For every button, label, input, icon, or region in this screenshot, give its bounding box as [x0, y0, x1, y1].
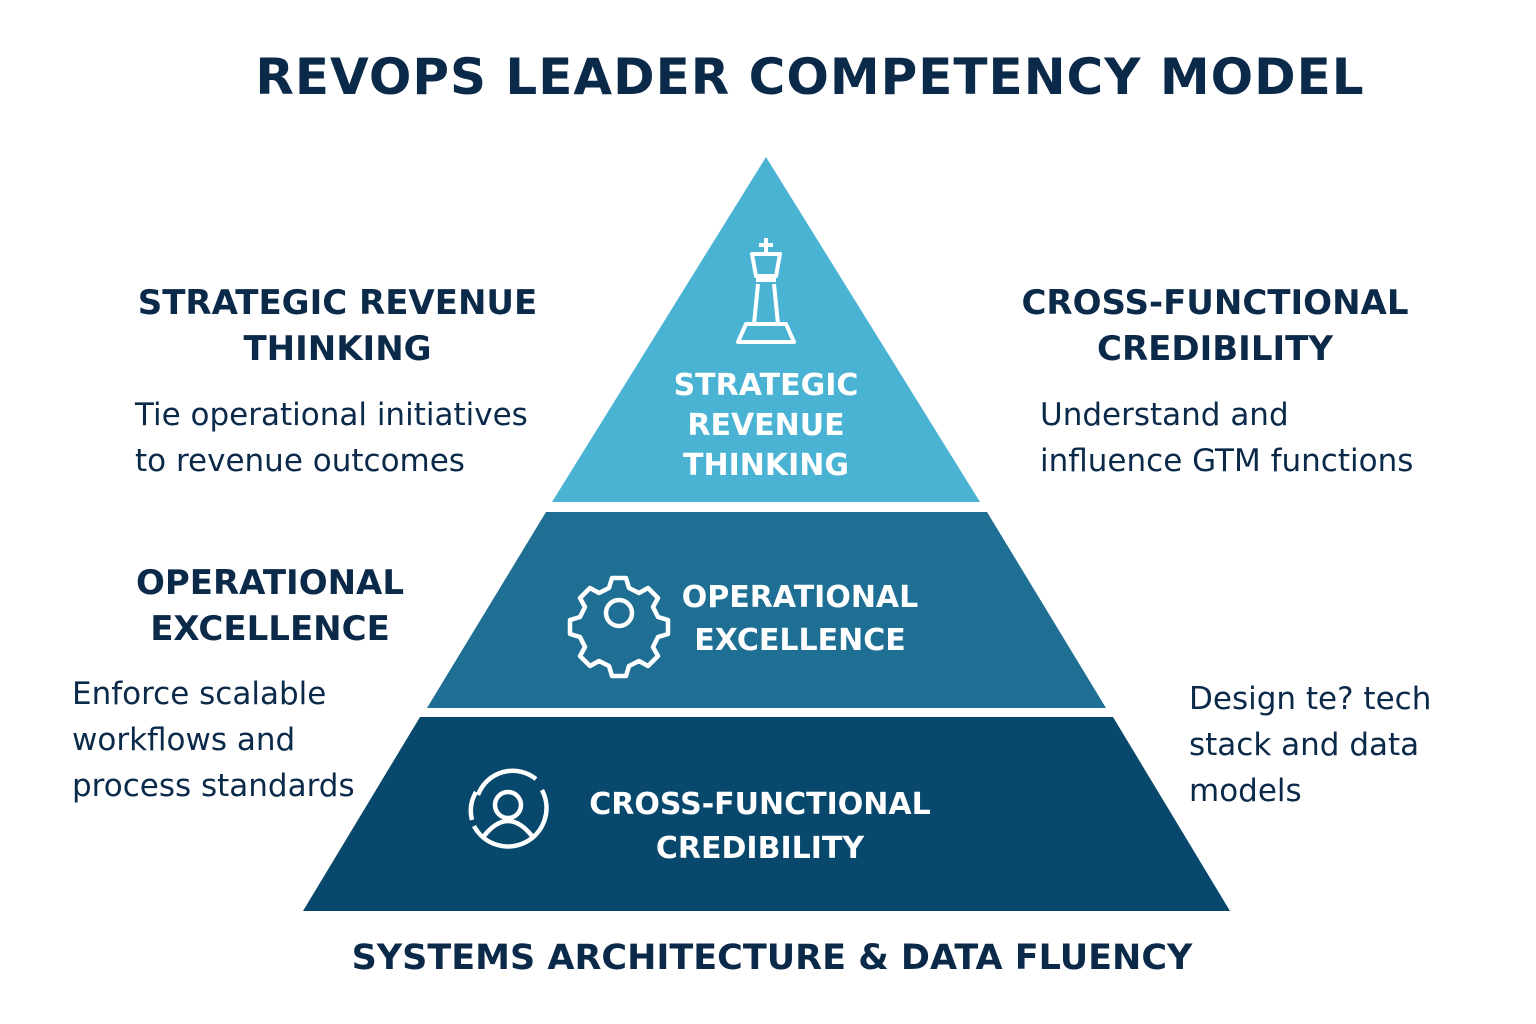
pyramid-top-tier — [552, 157, 980, 502]
strategic-description: Tie operational initiatives to revenue o… — [135, 392, 528, 484]
desc-line: Tie operational initiatives — [135, 397, 528, 433]
pyramid-middle-tier — [427, 512, 1106, 708]
operational-heading: OPERATIONAL EXCELLENCE — [110, 560, 430, 652]
tier-label-line: STRATEGIC — [673, 368, 859, 403]
operational-description: Enforce scalable workflows and process s… — [72, 671, 355, 809]
page-title: REVOPS LEADER COMPETENCY MODEL — [255, 48, 1365, 106]
tier-label-line: EXCELLENCE — [694, 623, 906, 658]
systems-description: Design te? tech stack and data models — [1189, 676, 1431, 814]
tier-label-line: REVENUE — [687, 408, 845, 443]
user-circle-icon — [468, 768, 549, 849]
tier-label-line: THINKING — [683, 448, 849, 483]
chess-king-icon — [736, 238, 796, 344]
heading-line: EXCELLENCE — [150, 609, 390, 649]
tier-bottom-label: CROSS-FUNCTIONAL CREDIBILITY — [560, 783, 960, 871]
desc-line: models — [1189, 773, 1302, 809]
cross-heading: CROSS-FUNCTIONAL CREDIBILITY — [995, 280, 1435, 372]
desc-line: to revenue outcomes — [135, 443, 465, 479]
heading-line: CREDIBILITY — [1097, 329, 1333, 369]
desc-line: influence GTM functions — [1040, 443, 1414, 479]
heading-line: OPERATIONAL — [135, 563, 405, 603]
tier-top-label: STRATEGIC REVENUE THINKING — [620, 366, 912, 486]
desc-line: Understand and — [1040, 397, 1289, 433]
footer-label: SYSTEMS ARCHITECTURE & DATA FLUENCY — [351, 938, 1193, 978]
pyramid-bottom-tier — [303, 717, 1230, 911]
cross-description: Understand and influence GTM functions — [1040, 392, 1413, 484]
desc-line: stack and data — [1189, 727, 1420, 763]
heading-line: STRATEGIC REVENUE — [137, 283, 538, 323]
tier-label-line: CROSS-FUNCTIONAL — [589, 787, 931, 822]
tier-label-line: CREDIBILITY — [655, 831, 865, 866]
strategic-heading: STRATEGIC REVENUE THINKING — [110, 280, 565, 372]
desc-line: Enforce scalable — [72, 676, 327, 712]
desc-line: workflows and — [72, 722, 296, 758]
heading-line: CROSS-FUNCTIONAL — [1021, 283, 1409, 323]
heading-line: THINKING — [243, 329, 432, 369]
gear-icon — [567, 575, 671, 679]
desc-line: process standards — [72, 768, 355, 804]
tier-middle-label: OPERATIONAL EXCELLENCE — [660, 576, 940, 662]
tier-label-line: OPERATIONAL — [681, 580, 919, 615]
desc-line: Design te? tech — [1189, 681, 1432, 717]
